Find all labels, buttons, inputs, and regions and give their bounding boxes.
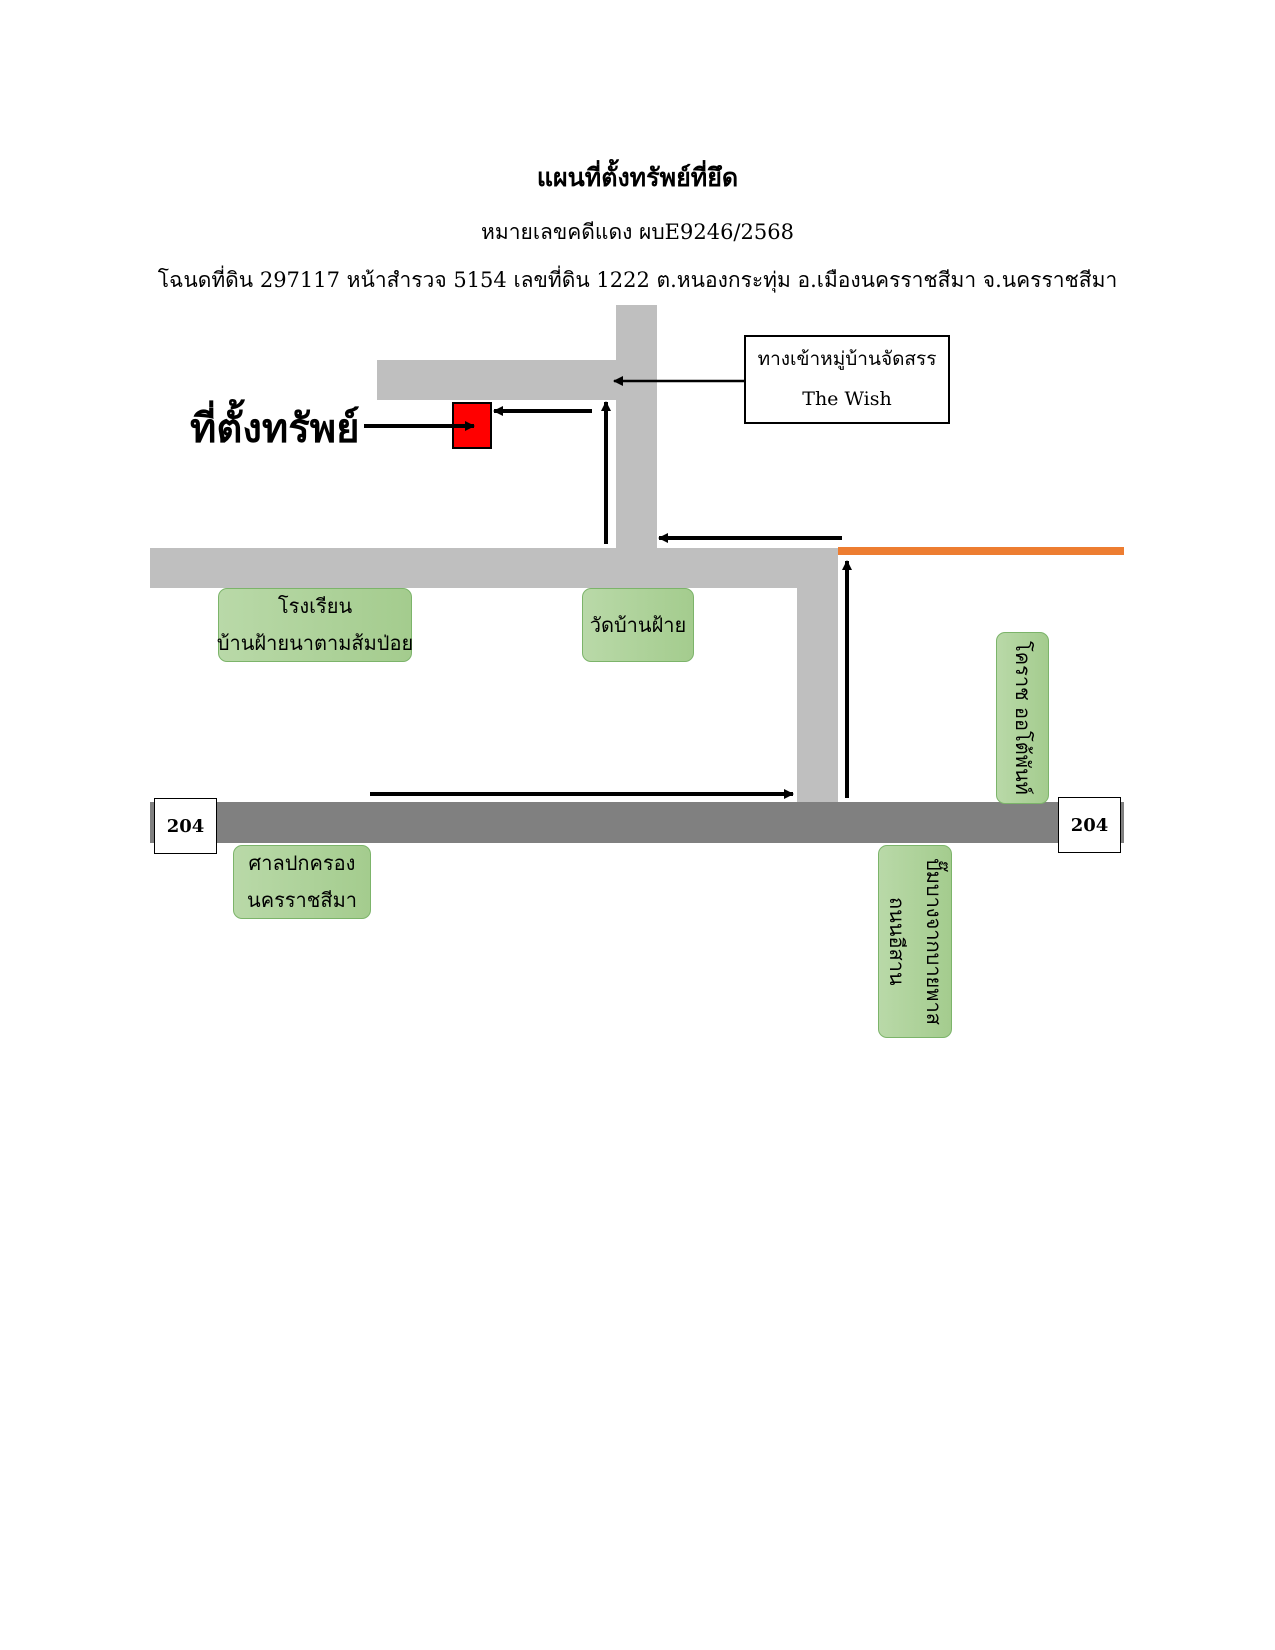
temple-landmark: วัดบ้านฝ้าย: [582, 588, 694, 662]
highway-204: [150, 802, 1124, 843]
court-line2: นครราชสีมา: [247, 888, 357, 912]
upper-side-road: [377, 360, 617, 400]
village-entrance-line2: The Wish: [802, 387, 892, 410]
middle-road: [150, 548, 838, 588]
highway-number-right: 204: [1070, 814, 1109, 836]
gas-station-line1: ปั๊มบางจากบายพาส: [922, 858, 946, 1025]
village-entrance-line1: ทางเข้าหมู่บ้านจัดสรร: [757, 347, 937, 370]
highway-shield-right: 204: [1058, 797, 1121, 853]
map-title: แผนที่ตั้งทรัพย์ที่ยึด: [536, 163, 739, 192]
case-number: หมายเลขคดีแดง ผบE9246/2568: [481, 220, 794, 244]
gas-station-landmark: ปั๊มบางจากบายพาส ถนนอีสาน: [878, 845, 952, 1038]
village-entrance-box: ทางเข้าหมู่บ้านจัดสรร The Wish: [744, 335, 950, 424]
gas-station-label: ปั๊มบางจากบายพาส ถนนอีสาน: [878, 858, 952, 1025]
school-landmark: โรงเรียน บ้านฝ้ายนาตามส้มป่อย: [216, 588, 414, 662]
connector-road: [797, 548, 838, 803]
gas-station-line2: ถนนอีสาน: [885, 897, 909, 986]
school-line2: บ้านฝ้ายนาตามส้มป่อย: [216, 631, 414, 655]
korat-auto-label: โคราช ออโต้พันท์: [1011, 641, 1035, 795]
school-line1: โรงเรียน: [277, 594, 353, 618]
court-line1: ศาลปกครอง: [248, 851, 356, 875]
orange-road: [838, 547, 1124, 555]
north-road: [616, 305, 657, 550]
highway-number-left: 204: [166, 815, 205, 837]
temple-label: วัดบ้านฝ้าย: [589, 612, 687, 637]
highway-shield-left: 204: [154, 798, 217, 854]
korat-auto-landmark: โคราช ออโต้พันท์: [996, 632, 1049, 804]
court-landmark: ศาลปกครอง นครราชสีมา: [233, 845, 371, 919]
property-label: ที่ตั้งทรัพย์: [190, 405, 360, 452]
deed-info: โฉนดที่ดิน 297117 หน้าสำรวจ 5154 เลขที่ด…: [157, 268, 1118, 292]
